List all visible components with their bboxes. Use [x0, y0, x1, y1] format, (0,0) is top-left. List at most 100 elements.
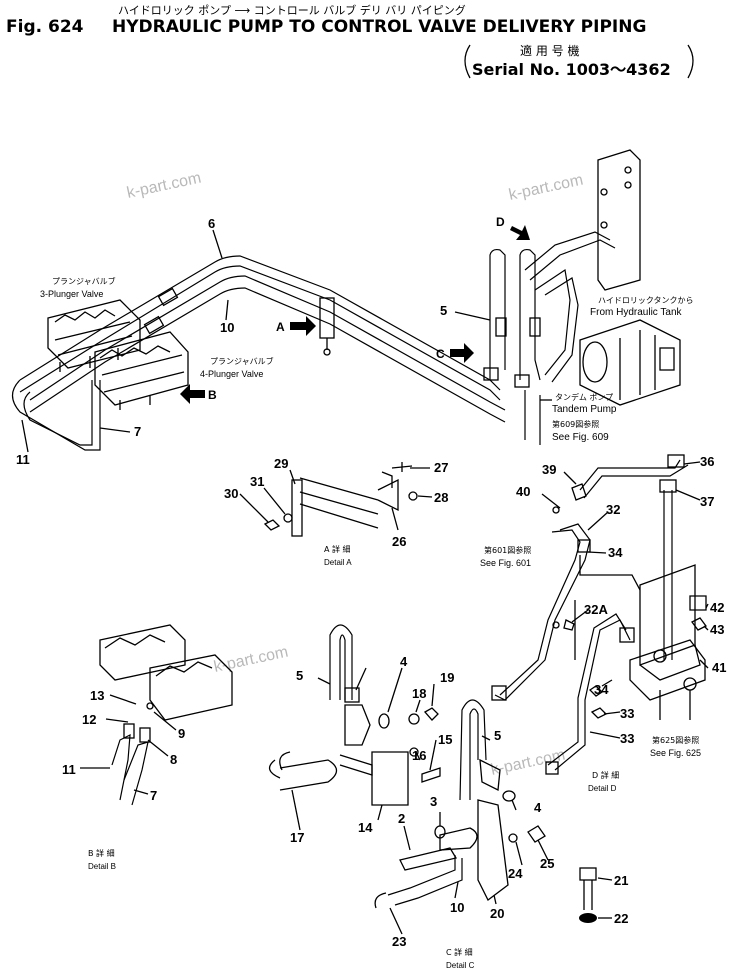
pump-bracket: [597, 149, 641, 291]
arrow-c: C: [436, 343, 474, 363]
part-29: 29: [274, 456, 288, 471]
part-10: 10: [220, 320, 234, 335]
part-13: 13: [90, 688, 104, 703]
part-5: 5: [440, 303, 447, 318]
part-3: 3: [430, 794, 437, 809]
arrow-a: A: [276, 316, 316, 336]
part-18: 18: [412, 686, 426, 701]
see609-en-label: See Fig. 609: [552, 432, 609, 443]
detail-b-jp: B 詳 細: [88, 848, 115, 858]
part-28: 28: [434, 490, 448, 505]
part-9: 9: [178, 726, 185, 741]
part-17: 17: [290, 830, 304, 845]
detail-d: [491, 454, 709, 775]
plunger3-jp-label: プランジャバルブ: [52, 276, 116, 286]
part-30: 30: [224, 486, 238, 501]
part-4-c1: 4: [400, 654, 408, 669]
part-5-c1: 5: [296, 668, 303, 683]
tank-jp-label: ハイドロリックタンクから: [598, 296, 694, 305]
see609-jp-label: 第609図参照: [552, 419, 599, 429]
part-7: 7: [134, 424, 141, 439]
see625-en: See Fig. 625: [650, 748, 701, 758]
part-20: 20: [490, 906, 504, 921]
part-32a: 32A: [584, 602, 608, 617]
part-34-b: 34: [594, 682, 609, 697]
svg-text:D: D: [496, 215, 505, 229]
svg-text:B: B: [208, 388, 217, 402]
part-14: 14: [358, 820, 373, 835]
part-19: 19: [440, 670, 454, 685]
part-26: 26: [392, 534, 406, 549]
part-2: 2: [398, 811, 405, 826]
title-japanese: ハイドロリック ポンプ ⟶ コントロール バルブ デリ バリ パイピング: [118, 3, 466, 17]
part-36: 36: [700, 454, 714, 469]
part-8: 8: [170, 752, 177, 767]
bolt-and-washer: [579, 867, 613, 923]
applicable-machines-label: 適 用 号 機: [520, 43, 579, 58]
part-34-a: 34: [608, 545, 623, 560]
serial-number-range: Serial No. 1003～4362: [472, 60, 671, 79]
page-title: HYDRAULIC PUMP TO CONTROL VALVE DELIVERY…: [112, 17, 646, 37]
part-23: 23: [392, 934, 406, 949]
pump-pipes: [483, 231, 616, 445]
leader-lines: [21, 229, 491, 453]
plunger4-en-label: 4-Plunger Valve: [200, 369, 263, 379]
detail-a-jp: A 詳 細: [324, 544, 351, 554]
part-12: 12: [82, 712, 96, 727]
part-39: 39: [542, 462, 556, 477]
part-31: 31: [250, 474, 264, 489]
detail-b: [80, 624, 233, 806]
part-22: 22: [614, 911, 628, 926]
watermark: k-part.com: [212, 644, 289, 676]
part-16: 16: [412, 748, 426, 763]
part-21: 21: [614, 873, 628, 888]
serial-bracket-right: [687, 44, 694, 79]
tandem-pump: [579, 319, 681, 406]
part-41: 41: [712, 660, 726, 675]
main-delivery-pipes: [11, 255, 506, 451]
plunger4-jp-label: プランジャバルブ: [210, 356, 274, 366]
arrow-b: B: [180, 384, 217, 404]
svg-text:A: A: [276, 320, 285, 334]
figure-number: Fig. 624: [6, 17, 84, 37]
detail-c: [268, 624, 549, 935]
part-7-b: 7: [150, 788, 157, 803]
part-15: 15: [438, 732, 452, 747]
part-32: 32: [606, 502, 620, 517]
see625-jp: 第625図参照: [652, 735, 699, 745]
part-24: 24: [508, 866, 523, 881]
watermark: k-part.com: [507, 172, 584, 204]
part-43: 43: [710, 622, 724, 637]
plunger-valve-3: [47, 299, 141, 372]
watermark: k-part.com: [125, 170, 202, 202]
part-11-b: 11: [62, 762, 76, 777]
detail-c-en: Detail C: [446, 961, 475, 970]
svg-text:C: C: [436, 347, 445, 361]
pipe-clamp: [319, 297, 335, 356]
part-11: 11: [16, 452, 30, 467]
arrow-d: D: [496, 215, 530, 240]
see601-en: See Fig. 601: [480, 558, 531, 568]
detail-d-jp: D 詳 細: [592, 770, 619, 780]
serial-bracket-left: [464, 44, 471, 79]
part-37: 37: [700, 494, 714, 509]
tandem-jp-label: タンデム ポンプ: [555, 392, 613, 402]
plunger-valve-4: [94, 331, 189, 410]
part-10-c: 10: [450, 900, 464, 915]
detail-b-en: Detail B: [88, 862, 116, 871]
plunger3-en-label: 3-Plunger Valve: [40, 289, 103, 299]
tank-en-label: From Hydraulic Tank: [590, 307, 683, 318]
part-25: 25: [540, 856, 554, 871]
detail-c-jp: C 詳 細: [446, 947, 473, 957]
detail-a: [239, 462, 433, 537]
part-33-a: 33: [620, 706, 634, 721]
detail-d-en: Detail D: [588, 784, 617, 793]
part-4-c2: 4: [534, 800, 542, 815]
part-40: 40: [516, 484, 530, 499]
part-42: 42: [710, 600, 724, 615]
part-33-b: 33: [620, 731, 634, 746]
detail-a-en: Detail A: [324, 558, 352, 567]
part-27: 27: [434, 460, 448, 475]
part-6: 6: [208, 216, 215, 231]
